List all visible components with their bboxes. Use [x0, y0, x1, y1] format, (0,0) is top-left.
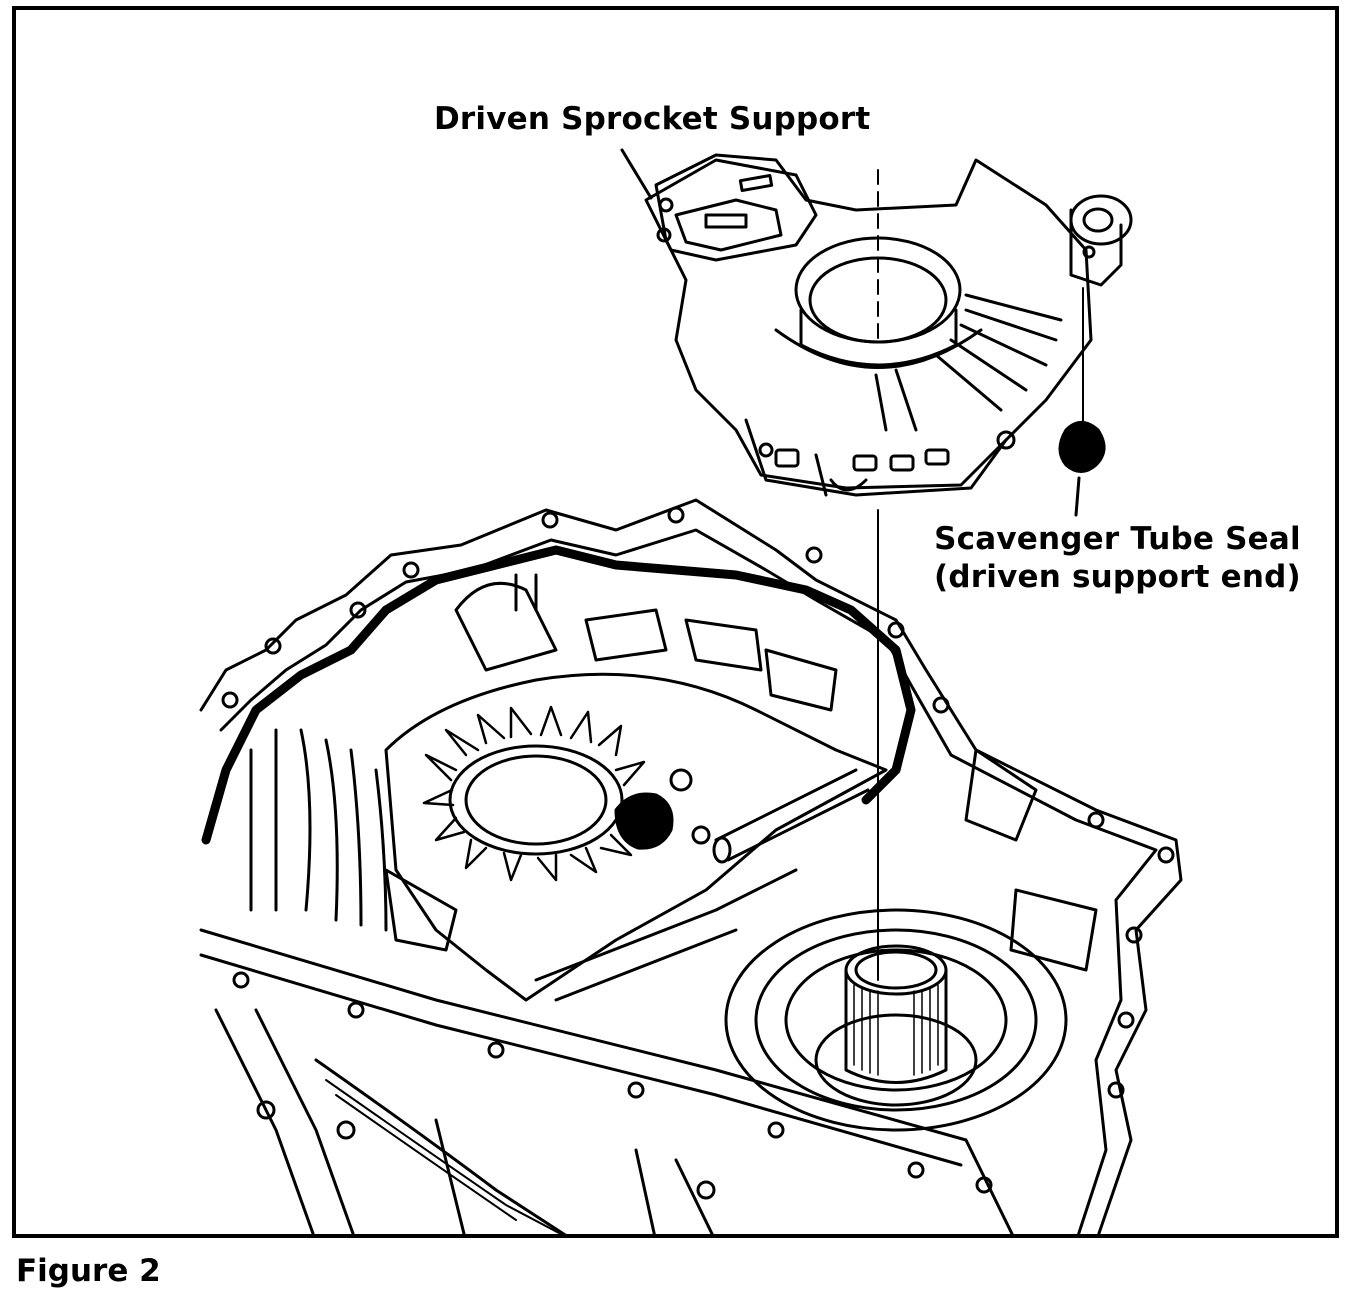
transmission-case-part: [199, 498, 1183, 1234]
scavenger-tube-seal-part: [1058, 287, 1106, 517]
figure-frame: Driven Sprocket Support Scavenger Tube S…: [12, 6, 1339, 1238]
figure-caption: Figure 2: [16, 1253, 161, 1289]
scavenger-tube-seal-label: Scavenger Tube Seal (driven support end): [934, 520, 1301, 596]
scavenger-tube-seal-label-line1: Scavenger Tube Seal: [934, 521, 1301, 557]
scavenger-tube-seal-label-line2: (driven support end): [934, 559, 1301, 595]
driven-sprocket-support-part: [644, 153, 1133, 497]
driven-support-leader-line: [620, 148, 653, 200]
transmission-line-drawing: [199, 148, 1183, 1234]
driven-sprocket-support-label: Driven Sprocket Support: [434, 101, 871, 137]
